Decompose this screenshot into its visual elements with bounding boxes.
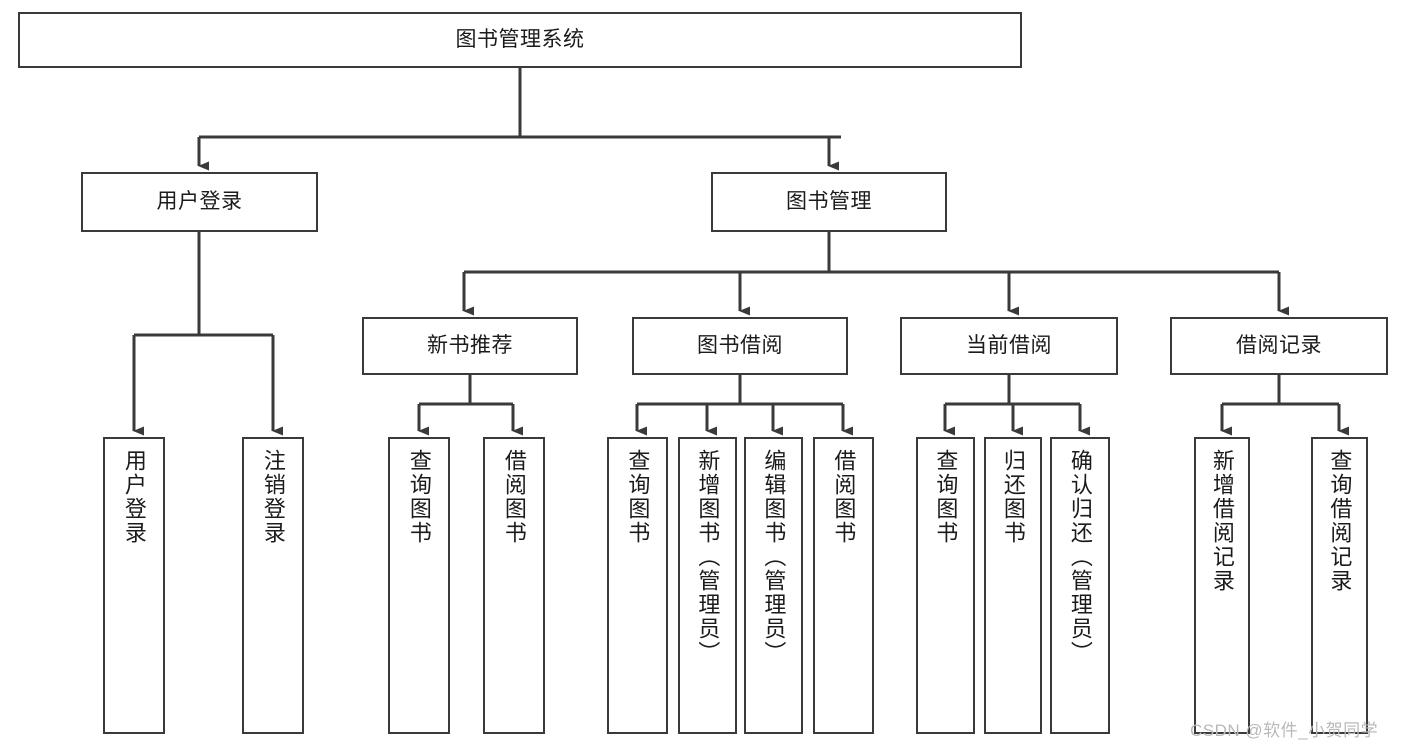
node-label: 新增借阅记录 [1209,449,1235,593]
node-label: 图书借阅 [697,333,783,357]
node-label: 借阅记录 [1236,333,1322,357]
node-book-management[interactable]: 图书管理 [711,172,947,232]
leaf-query-book-borrow[interactable]: 查询图书 [607,437,668,734]
leaf-user-login[interactable]: 用户登录 [103,437,165,734]
node-label: 新书推荐 [427,333,513,357]
leaf-confirm-return-admin[interactable]: 确认归还（管理员） [1050,437,1110,734]
node-label: 查询图书 [933,449,959,545]
node-label: 新增图书（管理员） [695,449,721,665]
leaf-add-borrow-record[interactable]: 新增借阅记录 [1194,437,1250,734]
leaf-logout[interactable]: 注销登录 [242,437,304,734]
node-label: 查询图书 [406,449,432,545]
node-book-borrow[interactable]: 图书借阅 [632,317,848,375]
leaf-query-book-newbook[interactable]: 查询图书 [388,437,450,734]
node-label: 查询图书 [625,449,651,545]
node-current-borrow[interactable]: 当前借阅 [900,317,1118,375]
node-borrow-record[interactable]: 借阅记录 [1170,317,1388,375]
leaf-edit-book-admin[interactable]: 编辑图书（管理员） [744,437,803,734]
csdn-watermark: CSDN @软件_小贺同学 [1190,721,1379,740]
leaf-query-borrow-record[interactable]: 查询借阅记录 [1311,437,1368,734]
node-label: 查询借阅记录 [1327,449,1353,593]
leaf-return-book[interactable]: 归还图书 [984,437,1042,734]
node-user-login[interactable]: 用户登录 [81,172,318,232]
node-new-book-recommend[interactable]: 新书推荐 [362,317,578,375]
leaf-borrow-book[interactable]: 借阅图书 [813,437,874,734]
node-label: 归还图书 [1000,449,1026,545]
leaf-borrow-book-newbook[interactable]: 借阅图书 [483,437,545,734]
node-label: 借阅图书 [831,449,857,545]
node-root-system[interactable]: 图书管理系统 [18,12,1022,68]
node-label: 借阅图书 [501,449,527,545]
leaf-add-book-admin[interactable]: 新增图书（管理员） [678,437,737,734]
node-label: 当前借阅 [966,333,1052,357]
node-label: 注销登录 [260,449,286,545]
node-label: 确认归还（管理员） [1067,449,1093,665]
node-label: 用户登录 [121,449,147,545]
node-label: 图书管理系统 [455,27,585,51]
node-label: 用户登录 [156,189,243,213]
node-label: 图书管理 [786,189,872,213]
leaf-query-book-current[interactable]: 查询图书 [916,437,975,734]
node-label: 编辑图书（管理员） [761,449,787,665]
